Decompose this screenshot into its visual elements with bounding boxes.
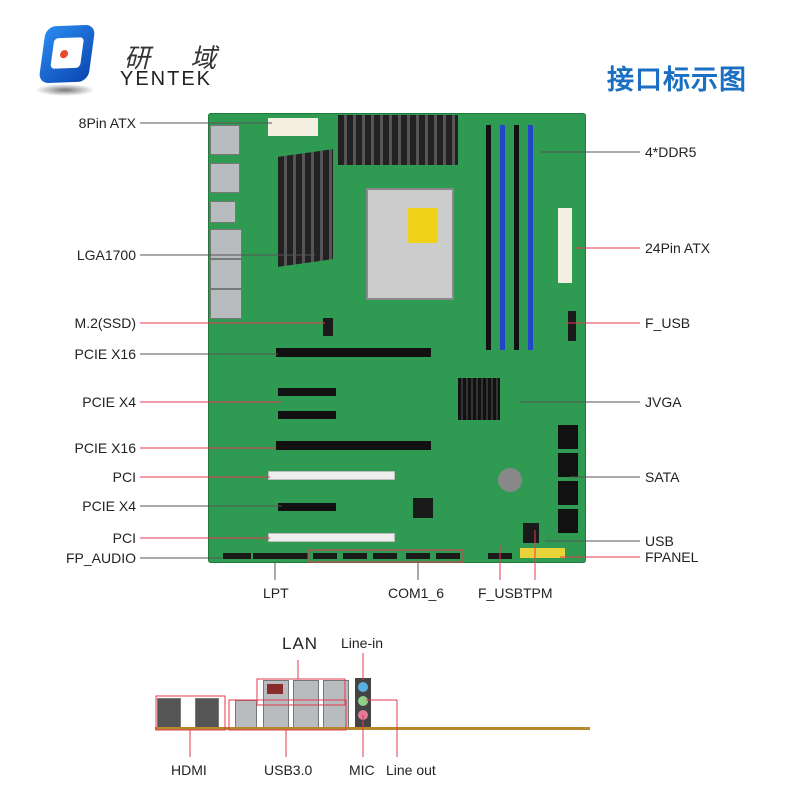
com-header bbox=[343, 553, 367, 559]
io-port bbox=[210, 201, 236, 223]
com-header bbox=[313, 553, 337, 559]
label-lga1700: LGA1700 bbox=[76, 247, 136, 263]
dimm-slot bbox=[514, 125, 519, 350]
page-title: 接口标示图 bbox=[607, 65, 747, 95]
cmos-battery bbox=[498, 468, 522, 492]
fpanel-header bbox=[520, 548, 565, 558]
io-port bbox=[210, 163, 240, 193]
socket-warning-label bbox=[408, 208, 438, 243]
io-port bbox=[210, 229, 242, 259]
logo-english-text: YENTEK bbox=[120, 68, 213, 90]
sata-port bbox=[558, 481, 578, 505]
super-io-chip bbox=[413, 498, 433, 518]
label-pci: PCI bbox=[112, 469, 136, 485]
sata-port bbox=[558, 509, 578, 533]
24pin-atx-connector bbox=[558, 208, 572, 283]
label-hdmi: HDMI bbox=[171, 762, 207, 778]
label-24pin-atx: 24Pin ATX bbox=[645, 240, 711, 256]
label-ddr5: 4*DDR5 bbox=[645, 144, 697, 160]
pci-slot bbox=[268, 471, 395, 480]
hdmi-port bbox=[157, 698, 181, 730]
com-header bbox=[373, 553, 397, 559]
sata-port bbox=[558, 453, 578, 477]
vrm-heatsink bbox=[338, 115, 458, 165]
label-fpanel: FPANEL bbox=[645, 549, 699, 565]
dimm-slot bbox=[528, 125, 533, 350]
logo-chinese-text: 研 域 bbox=[124, 44, 233, 74]
label-usb3: USB3.0 bbox=[264, 762, 313, 778]
com-header bbox=[406, 553, 430, 559]
io-port bbox=[210, 125, 240, 155]
label-sata: SATA bbox=[645, 469, 680, 485]
fp-audio-header bbox=[223, 553, 251, 559]
line-out-jack bbox=[358, 696, 368, 706]
label-line-out: Line out bbox=[386, 762, 436, 778]
label-m2-ssd: M.2(SSD) bbox=[74, 315, 136, 331]
label-lpt: LPT bbox=[263, 585, 289, 601]
pcie-x16-slot bbox=[276, 348, 431, 357]
sata-port bbox=[558, 425, 578, 449]
label-pcie-x16: PCIE X16 bbox=[74, 346, 136, 362]
label-lan: LAN bbox=[282, 634, 319, 653]
label-pcie-x4: PCIE X4 bbox=[82, 394, 136, 410]
label-tpm: TPM bbox=[523, 585, 553, 601]
cpu-socket bbox=[366, 188, 454, 300]
lan-port bbox=[267, 684, 283, 694]
io-port bbox=[210, 289, 242, 319]
line-in-jack bbox=[358, 682, 368, 692]
label-jvga: JVGA bbox=[645, 394, 682, 410]
hdmi-port bbox=[195, 698, 219, 730]
label-line-in: Line-in bbox=[341, 635, 384, 651]
io-port bbox=[210, 259, 242, 289]
8pin-atx-connector bbox=[268, 118, 318, 136]
label-pcie-x16: PCIE X16 bbox=[74, 440, 136, 456]
com-header bbox=[436, 553, 460, 559]
label-f-usb-bottom: F_USB bbox=[478, 585, 524, 601]
label-pci: PCI bbox=[112, 530, 136, 546]
pcie-x4-slot bbox=[278, 411, 336, 419]
label-usb: USB bbox=[645, 533, 674, 549]
pcie-x16-slot bbox=[276, 441, 431, 450]
label-com1-6: COM1_6 bbox=[388, 585, 445, 601]
f-usb-header bbox=[568, 311, 576, 341]
label-fp-audio: FP_AUDIO bbox=[65, 550, 136, 566]
label-pcie-x4: PCIE X4 bbox=[82, 498, 136, 514]
logo-shadow bbox=[35, 84, 95, 96]
pcb-edge bbox=[155, 727, 590, 730]
dimm-slot bbox=[500, 125, 505, 350]
chipset-heatsink bbox=[458, 378, 500, 420]
lpt-header bbox=[253, 553, 308, 559]
dimm-slot bbox=[486, 125, 491, 350]
m2-slot bbox=[323, 318, 333, 336]
label-f-usb: F_USB bbox=[645, 315, 691, 331]
pcie-x4-slot bbox=[278, 388, 336, 396]
label-8pin-atx: 8Pin ATX bbox=[78, 115, 136, 131]
pcie-x4-slot bbox=[278, 503, 336, 511]
label-mic: MIC bbox=[349, 762, 375, 778]
